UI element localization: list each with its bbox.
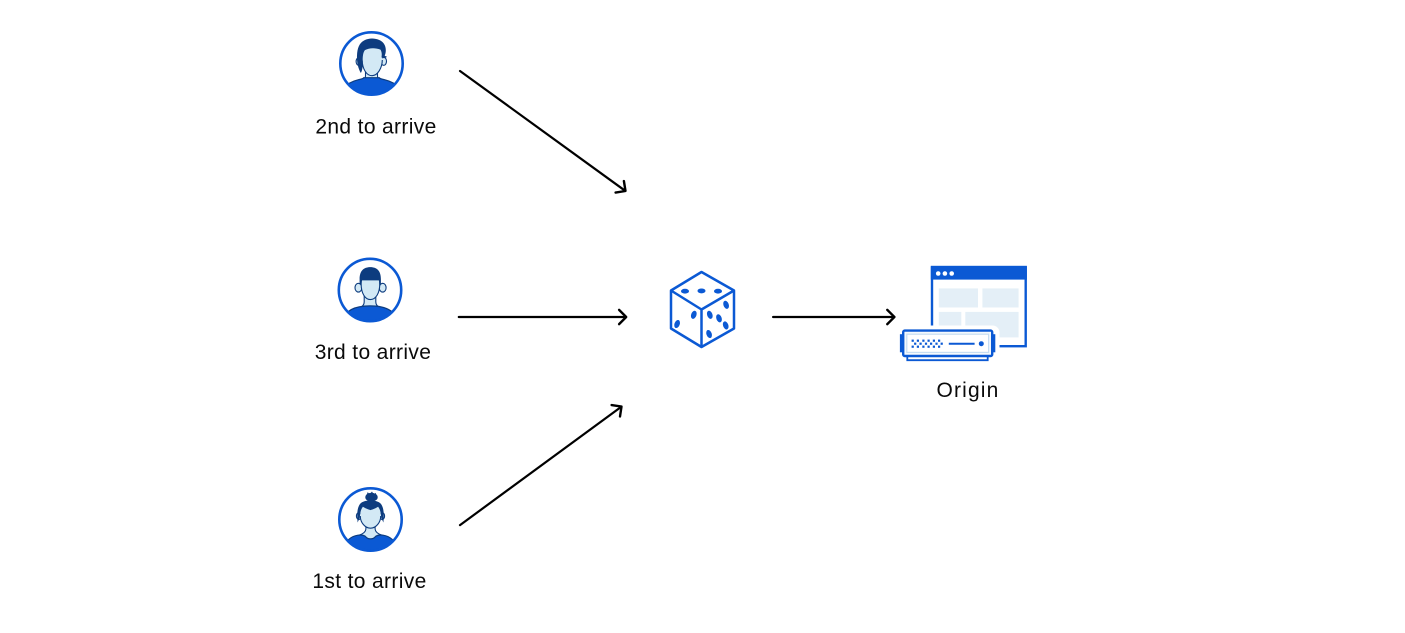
svg-text:Origin: Origin: [937, 379, 1000, 402]
svg-text:2nd to arrive: 2nd to arrive: [315, 116, 436, 139]
svg-text:1st to arrive: 1st to arrive: [312, 570, 426, 593]
svg-text:3rd to arrive: 3rd to arrive: [315, 341, 432, 364]
